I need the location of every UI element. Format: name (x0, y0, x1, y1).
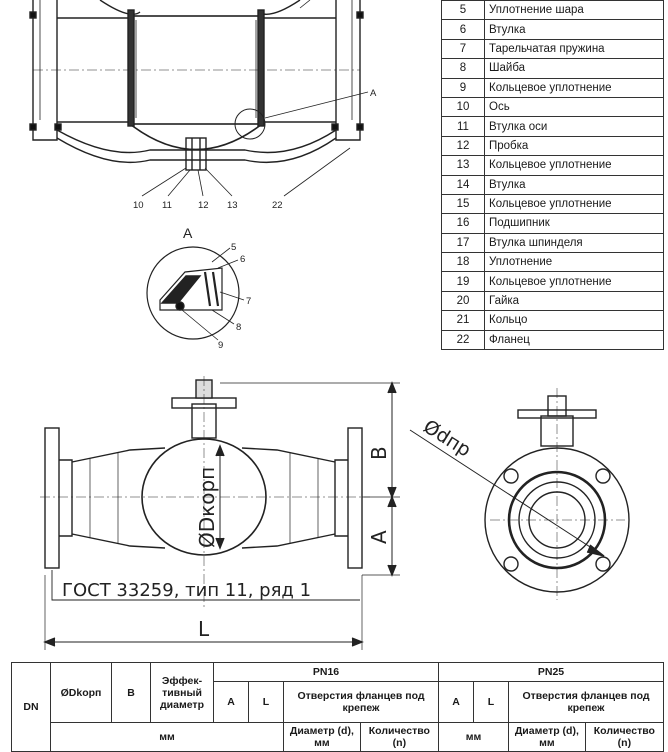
part-name: Гайка (484, 290, 664, 312)
header-pn25-hole-count: Количество (n) (584, 722, 665, 752)
header-pn16: PN16 (213, 662, 439, 682)
detail-a-title: A (183, 225, 193, 241)
position-11: 11 (162, 200, 172, 211)
position-12: 12 (198, 200, 209, 211)
part-number: 22 (441, 329, 485, 351)
position-22: 22 (272, 200, 283, 211)
part-number: 13 (441, 155, 485, 176)
header-dkorp: ØDkорп (50, 662, 112, 723)
detail-position-5: 5 (231, 242, 236, 253)
part-name: Подшипник (484, 213, 664, 234)
header-pn16-a: A (213, 681, 249, 723)
part-number: 16 (441, 213, 485, 234)
part-number: 6 (441, 19, 485, 40)
part-name: Кольцевое уплотнение (484, 193, 664, 215)
part-number: 17 (441, 232, 485, 254)
header-dn: DN (11, 662, 51, 752)
detail-position-7: 7 (246, 296, 251, 307)
part-name: Пробка (484, 135, 664, 157)
header-pn25-hole-diameter: Диаметр (d), мм (507, 722, 586, 752)
header-units-pn25: мм (437, 722, 509, 752)
front-view (40, 376, 400, 650)
header-effective-diameter: Эффек-тивный диаметр (150, 662, 214, 723)
detail-a-view (146, 246, 245, 341)
header-b: B (111, 662, 151, 723)
header-pn16-hole-diameter: Диаметр (d), мм (283, 722, 361, 752)
part-name: Втулка (484, 174, 664, 195)
part-number: 19 (441, 271, 485, 292)
header-pn16-hole-count: Количество (n) (359, 722, 439, 752)
part-number: 14 (441, 174, 485, 195)
specification-table: DN ØDkорп B Эффек-тивный диаметр PN16 PN… (11, 662, 665, 752)
header-pn25-holes: Отверстия фланцев под крепеж (507, 681, 665, 723)
body-diameter-label: ØDкорп (195, 467, 219, 548)
part-name: Ось (484, 96, 664, 118)
header-pn16-l: L (248, 681, 284, 723)
part-number: 15 (441, 193, 485, 215)
header-units-pn16: мм (50, 722, 284, 752)
section-view (29, 0, 369, 197)
side-view (409, 388, 630, 600)
detail-position-6: 6 (240, 254, 245, 265)
part-name: Кольцевое уплотнение (484, 271, 664, 292)
part-name: Фланец (484, 329, 664, 351)
part-name: Втулка (484, 19, 664, 40)
part-name: Втулка шпинделя (484, 232, 664, 254)
callout-a-label: A (370, 88, 377, 99)
dimension-a-label: A (367, 530, 391, 544)
part-number: 11 (441, 116, 485, 137)
part-number: 10 (441, 96, 485, 118)
part-number: 7 (441, 38, 485, 60)
part-name: Уплотнение шара (484, 0, 664, 21)
part-name: Кольцо (484, 310, 664, 331)
standard-label: ГОСТ 33259, тип 11, ряд 1 (62, 580, 311, 601)
header-pn25: PN25 (437, 662, 665, 682)
part-number: 18 (441, 252, 485, 273)
bore-diameter-label: Ødпр (419, 416, 474, 462)
part-name: Шайба (484, 58, 664, 79)
part-name: Уплотнение (484, 252, 664, 273)
detail-position-9: 9 (218, 340, 223, 351)
dimension-b-label: B (367, 446, 391, 460)
part-name: Кольцевое уплотнение (484, 77, 664, 98)
part-name: Втулка оси (484, 116, 664, 137)
dimension-l-label: L (198, 617, 210, 641)
header-pn25-l: L (472, 681, 509, 723)
detail-position-8: 8 (236, 322, 241, 333)
part-name: Тарельчатая пружина (484, 38, 664, 60)
position-10: 10 (133, 200, 144, 211)
part-number: 8 (441, 58, 485, 79)
part-number: 12 (441, 135, 485, 157)
part-number: 9 (441, 77, 485, 98)
header-pn25-a: A (437, 681, 474, 723)
part-name: Кольцевое уплотнение (484, 155, 664, 176)
part-number: 5 (441, 0, 485, 21)
part-number: 20 (441, 290, 485, 312)
header-pn16-holes: Отверстия фланцев под крепеж (283, 681, 439, 723)
part-number: 21 (441, 310, 485, 331)
position-13: 13 (227, 200, 238, 211)
